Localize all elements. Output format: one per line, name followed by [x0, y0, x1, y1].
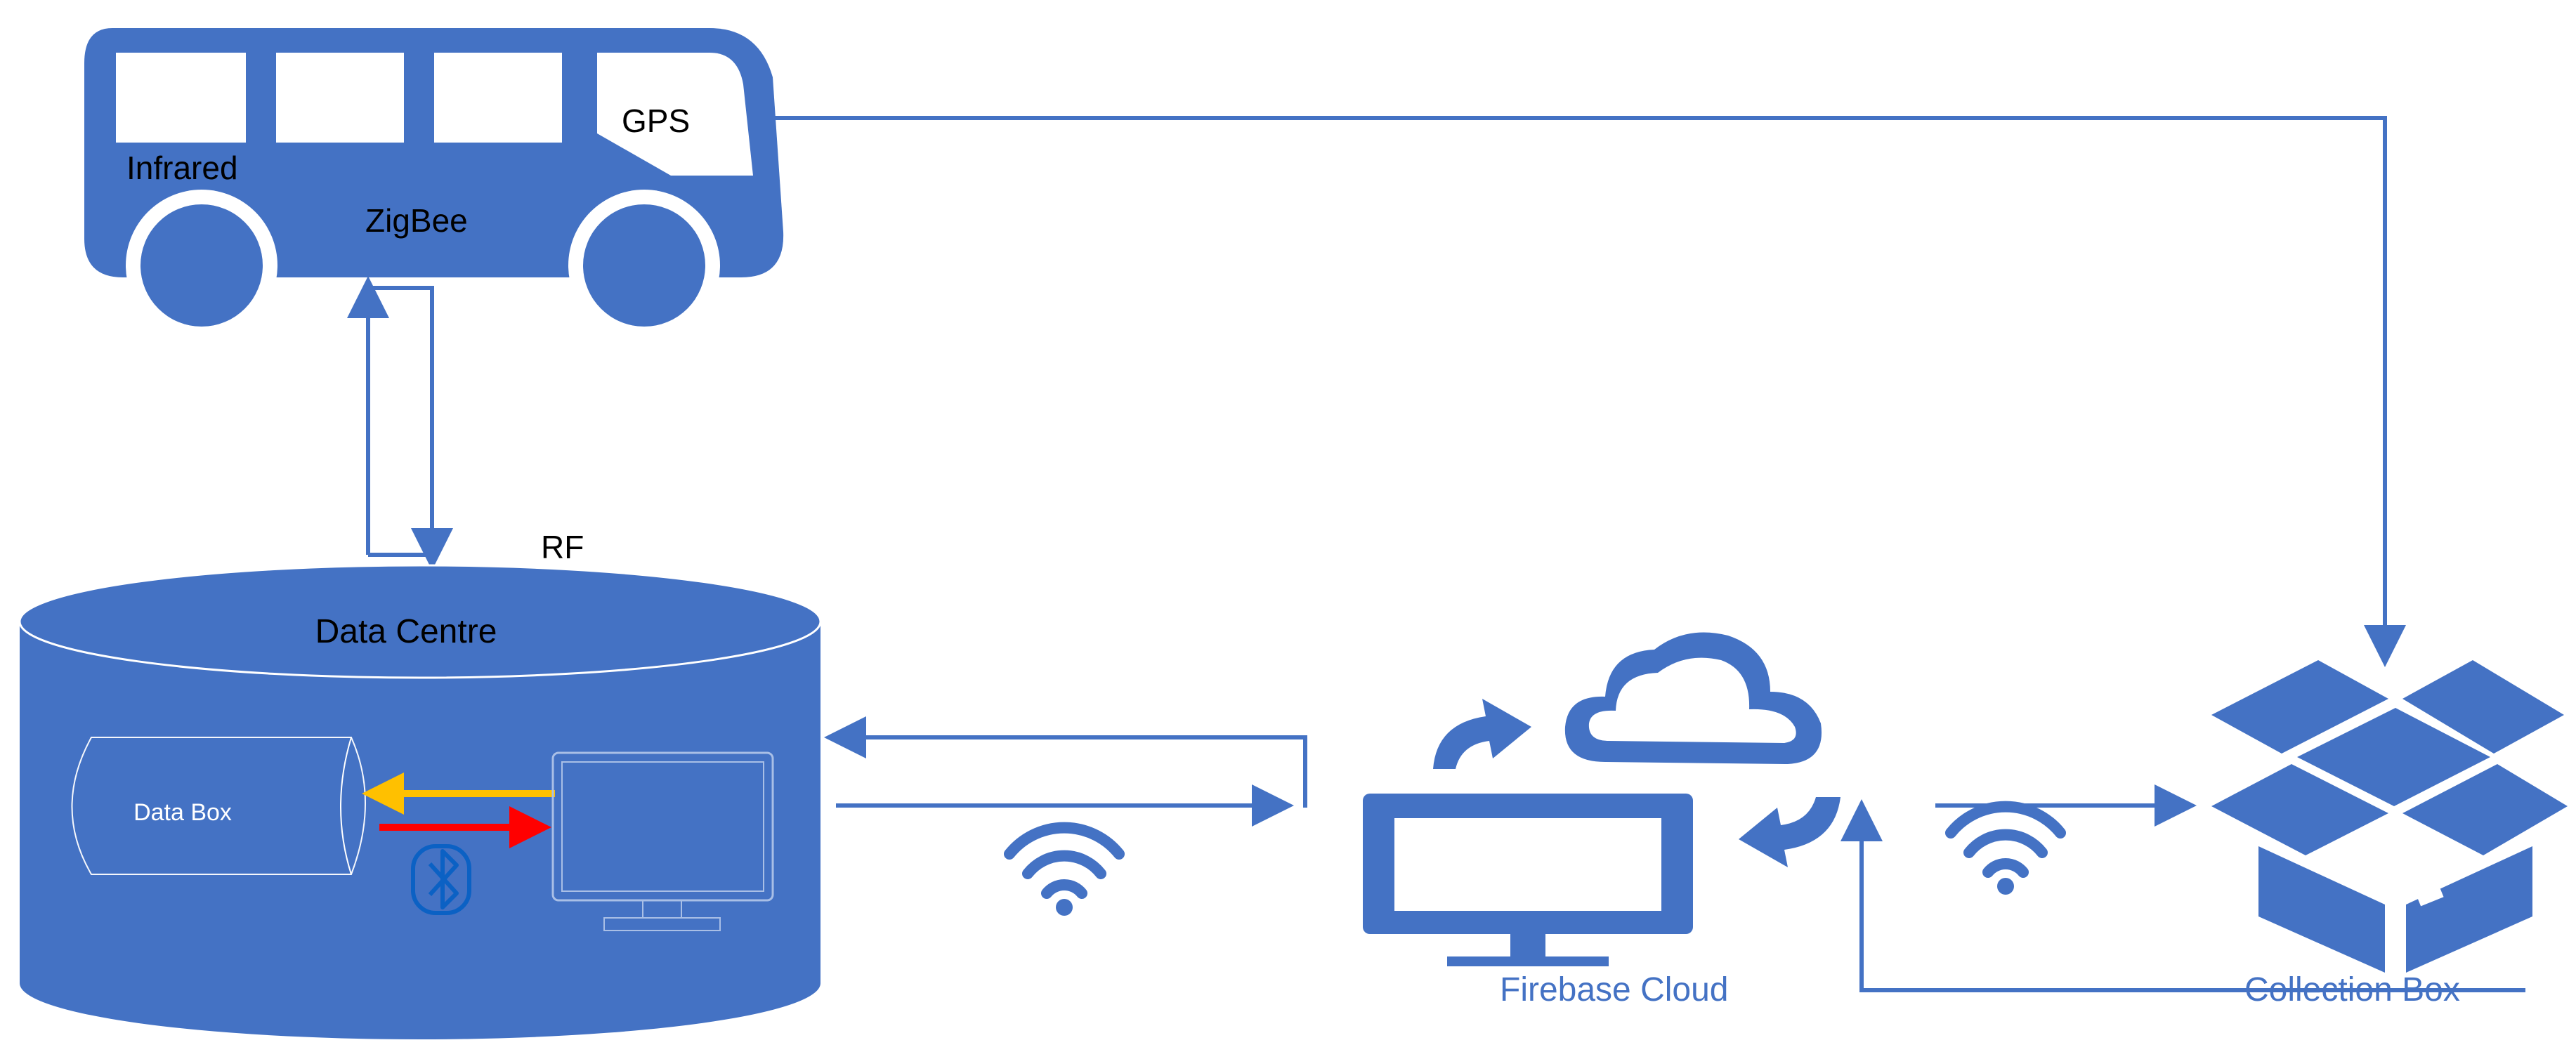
bus-window-1: [116, 53, 246, 143]
box-label-patch: [2414, 881, 2444, 907]
infrared-label: Infrared: [126, 150, 238, 186]
zigbee-label: ZigBee: [365, 202, 468, 239]
wifi-icon: [1945, 801, 2066, 895]
open-box-icon: [2211, 660, 2568, 973]
data-centre: Data Centre Data Box: [18, 564, 822, 1039]
box-front-right: [2406, 846, 2532, 973]
box-front-left: [2258, 846, 2385, 973]
bus-wheel-rear: [140, 204, 263, 327]
bus-window-front: [597, 53, 753, 176]
box-flap-top-right: [2402, 660, 2564, 754]
gps-to-collection-arrow: [773, 116, 2406, 667]
cloud-icon: [1564, 632, 1822, 764]
bluetooth-icon: [411, 844, 471, 915]
bus-window-2: [276, 53, 404, 143]
firebase-cloud: Firebase Cloud: [1363, 632, 1841, 1008]
collection-box-label: Collection Box: [2244, 971, 2460, 1008]
data-box: Data Box: [71, 737, 366, 875]
firebase-cloud-label: Firebase Cloud: [1500, 971, 1729, 1008]
sync-arrows-icon: [1433, 699, 1841, 867]
rf-link-bracket: [368, 286, 453, 570]
bus-icon: GPS Infrared ZigBee: [84, 28, 784, 341]
data-centre-title: Data Centre: [315, 613, 497, 650]
collection-box: Collection Box: [2211, 660, 2568, 1008]
gps-label: GPS: [622, 103, 690, 139]
box-inner-top: [2297, 708, 2490, 806]
box-flap-side-left: [2211, 764, 2388, 855]
data-box-rim: [340, 737, 352, 875]
collection-to-firebase-arrow: [1841, 799, 2525, 992]
rf-label: RF: [541, 529, 584, 565]
bus-wheel-front: [583, 204, 705, 327]
box-flap-side-right: [2402, 764, 2568, 855]
wifi-icon: [1004, 822, 1125, 916]
monitor-icon: [1363, 794, 1693, 966]
database-cylinder-top: [18, 564, 822, 679]
bus-window-3: [434, 53, 562, 143]
connectors: [773, 116, 2525, 992]
box-flap-top-left: [2211, 660, 2388, 754]
data-box-label: Data Box: [133, 799, 232, 826]
rf-link: RF: [347, 276, 584, 570]
firebase-to-datacentre-arrow: [824, 716, 1307, 808]
monitor-icon: [551, 751, 774, 931]
